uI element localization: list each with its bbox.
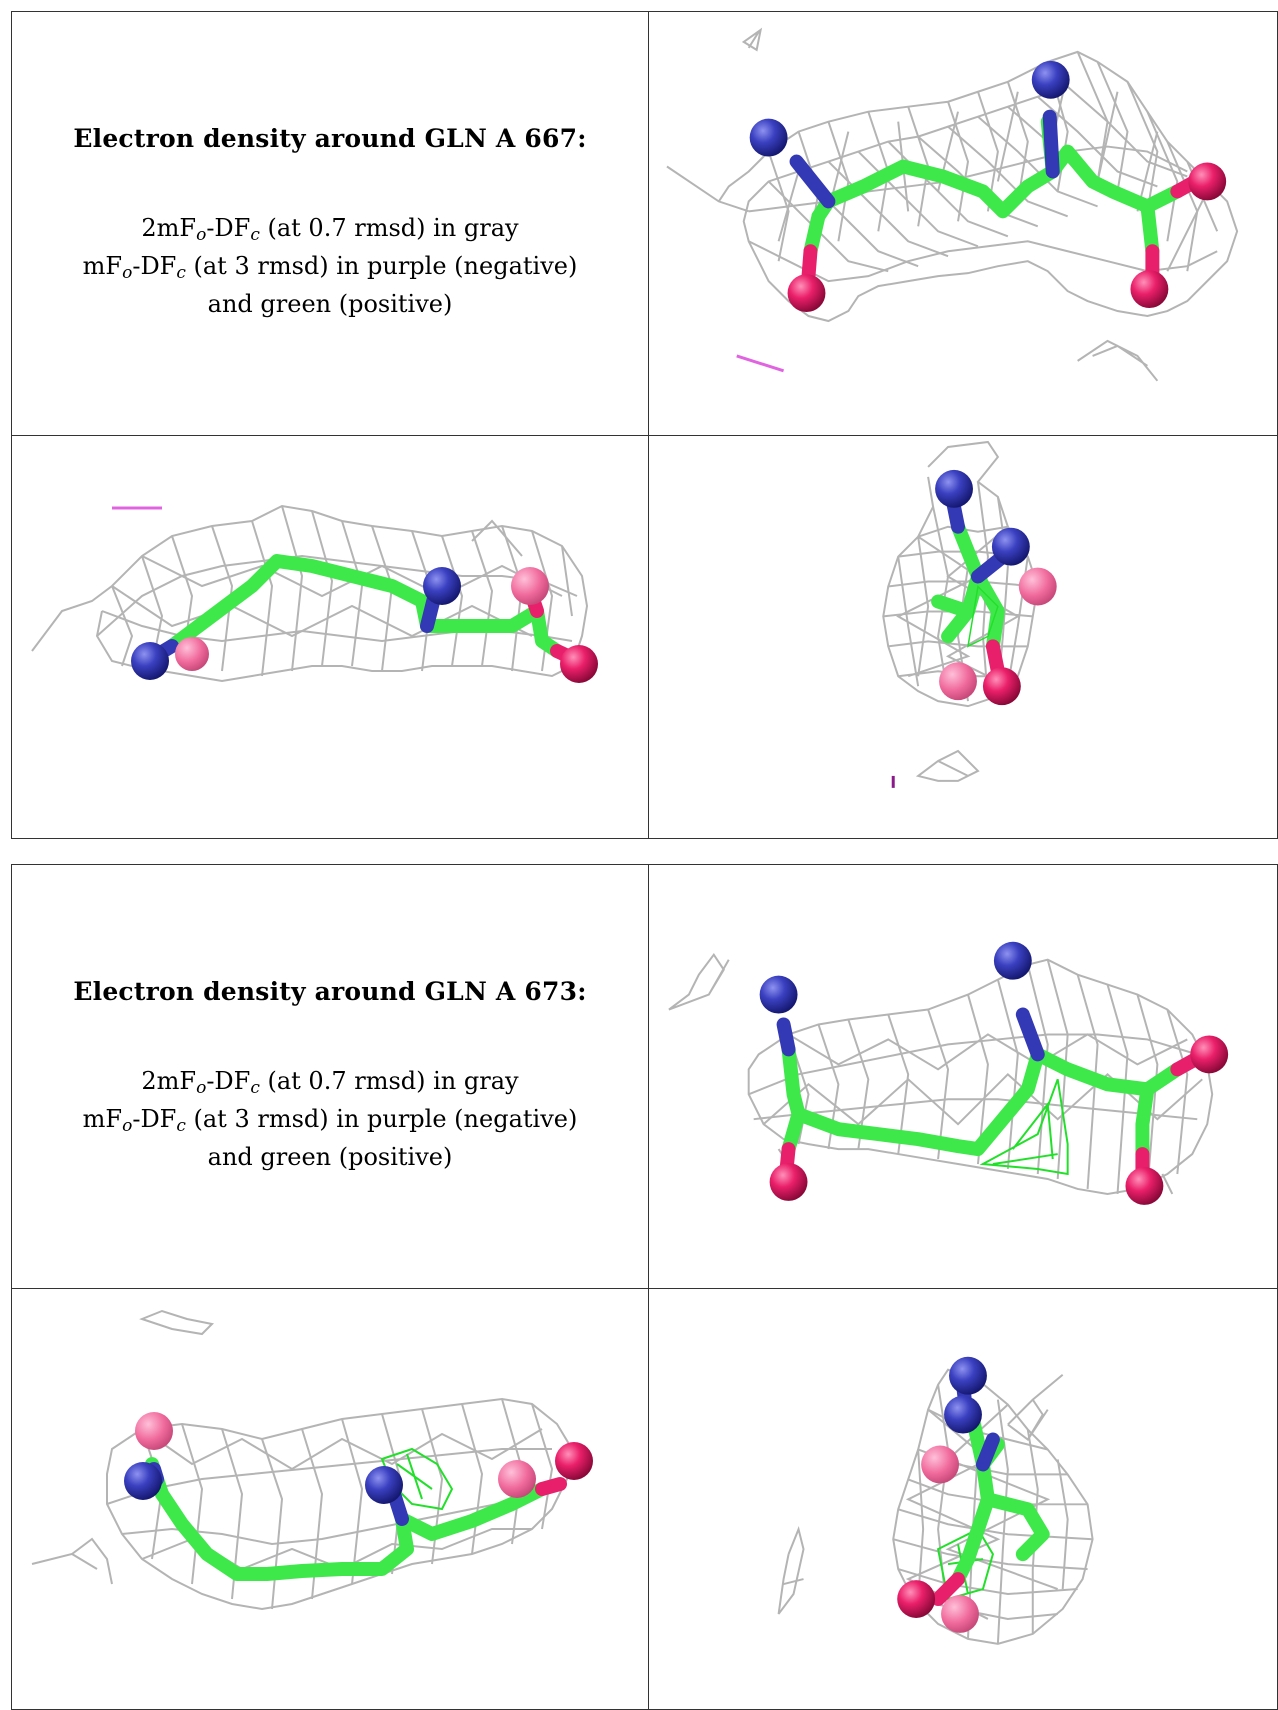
molecule-view-icon <box>31 504 598 683</box>
molecule-view-icon <box>666 27 1239 382</box>
caption-title: Electron density around GLN A 673: <box>73 977 587 1006</box>
molecule-view-icon <box>882 440 1057 788</box>
caption-line-mfo: mFo-DFc (at 3 rmsd) in purple (negative) <box>82 1105 578 1136</box>
caption-line-legend: and green (positive) <box>207 1143 453 1171</box>
caption-line-2mfo: 2mFo-DFc (at 0.7 rmsd) in gray <box>141 214 519 245</box>
density-view-end <box>648 435 1278 839</box>
density-view-side <box>11 435 649 839</box>
caption-line-2mfo: 2mFo-DFc (at 0.7 rmsd) in gray <box>141 1067 519 1098</box>
density-view-side <box>11 1288 649 1710</box>
caption-cell: Electron density around GLN A 673: 2mFo-… <box>11 864 649 1289</box>
figure-block-gln-673: Electron density around GLN A 673: 2mFo-… <box>11 864 1278 1710</box>
caption-line-legend: and green (positive) <box>207 290 453 318</box>
caption-line-mfo: mFo-DFc (at 3 rmsd) in purple (negative) <box>82 252 578 283</box>
molecule-view-icon <box>668 941 1229 1206</box>
density-view-top <box>648 11 1278 436</box>
molecule-view-icon <box>31 1309 593 1611</box>
density-view-top <box>648 864 1278 1289</box>
molecule-view-icon <box>777 1356 1094 1645</box>
figure-block-gln-667: Electron density around GLN A 667: 2mFo-… <box>11 11 1278 839</box>
caption-cell: Electron density around GLN A 667: 2mFo-… <box>11 11 649 436</box>
caption-title: Electron density around GLN A 667: <box>73 124 587 153</box>
density-view-end <box>648 1288 1278 1710</box>
